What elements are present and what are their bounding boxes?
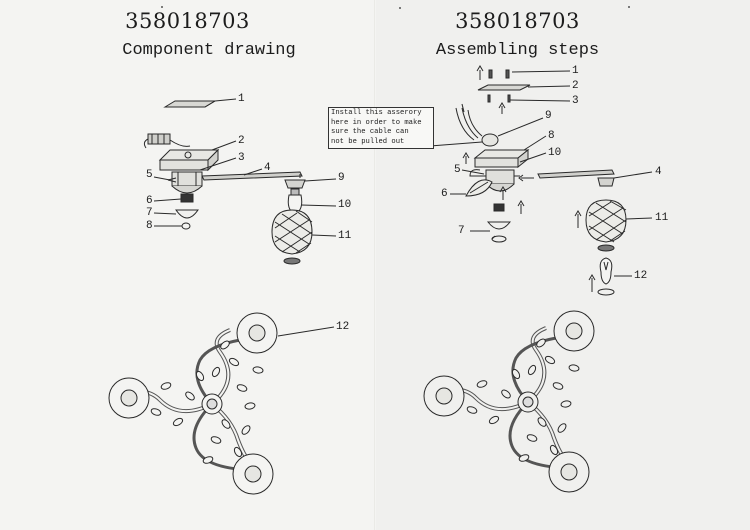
callout-12: 12 <box>336 321 350 333</box>
arm-lampholder <box>284 179 306 189</box>
mounting-screws <box>476 65 510 80</box>
r-leader-10 <box>519 152 547 163</box>
terminal-block <box>143 133 191 149</box>
right-page <box>375 0 750 530</box>
scan-speck <box>399 7 401 9</box>
callout-6: 6 <box>146 195 153 207</box>
r-bulb <box>588 257 615 296</box>
canopy-body <box>158 148 220 172</box>
r-callout-6: 6 <box>441 188 448 200</box>
r-canopy-body <box>462 148 530 169</box>
leader-10 <box>300 204 337 207</box>
leader-1 <box>214 98 237 102</box>
note-line: Install this asserory <box>331 109 422 117</box>
scan-speck <box>161 6 163 8</box>
page-fold <box>374 0 376 530</box>
assembling-steps-heading: Assembling steps <box>435 41 600 60</box>
r-callout-1: 1 <box>572 65 579 77</box>
hub-dome <box>175 209 199 219</box>
leader-6 <box>153 198 182 202</box>
r-glass-leaf <box>465 179 525 214</box>
r-leader-8 <box>523 135 547 151</box>
left-doc-number: 358018703 <box>125 9 250 33</box>
leader-12 <box>277 326 335 337</box>
cable-note: Install this asserory here in order to m… <box>328 107 434 149</box>
chandelier-top-view-left <box>108 312 278 495</box>
r-dome <box>486 221 512 243</box>
r-hub <box>469 169 534 192</box>
r-callout-3: 3 <box>572 95 579 107</box>
note-leader <box>429 141 483 147</box>
callout-2: 2 <box>238 135 245 147</box>
r-leader-11 <box>625 217 653 220</box>
r-arm <box>537 169 615 187</box>
r-callout-10: 10 <box>548 147 562 159</box>
leader-9 <box>304 178 337 182</box>
r-leader-1 <box>511 70 571 73</box>
r-callout-5: 5 <box>454 164 461 176</box>
r-strain-relief <box>481 133 499 147</box>
right-doc-number: 358018703 <box>455 9 580 33</box>
left-page <box>0 0 375 530</box>
callout-10: 10 <box>338 199 352 211</box>
hub-socket <box>180 193 194 203</box>
leader-2 <box>211 140 237 151</box>
r-callout-4: 4 <box>655 166 662 178</box>
r-callout-12: 12 <box>634 270 648 282</box>
note-line: sure the cable can <box>331 128 409 136</box>
arm-shade <box>271 209 313 265</box>
leader-11 <box>311 234 337 237</box>
r-callout-9: 9 <box>545 110 552 122</box>
callout-4: 4 <box>264 162 271 174</box>
r-canopy-plate <box>477 84 531 91</box>
leader-4 <box>243 168 263 176</box>
r-callout-2: 2 <box>572 80 579 92</box>
callout-1: 1 <box>238 93 245 105</box>
r-leader-5 <box>461 169 485 175</box>
callout-8: 8 <box>146 220 153 232</box>
note-line: here in order to make <box>331 118 422 127</box>
r-callout-11: 11 <box>655 212 669 224</box>
r-leader-2 <box>527 85 571 88</box>
r-leader-9 <box>497 117 544 137</box>
central-hub <box>167 171 203 194</box>
chandelier-top-view-right <box>423 310 595 493</box>
callout-9: 9 <box>338 172 345 184</box>
leader-5 <box>153 176 171 181</box>
r-wires <box>455 103 483 141</box>
arm <box>201 171 303 181</box>
r-leader-3 <box>509 99 571 102</box>
callout-5: 5 <box>146 169 153 181</box>
leader-3 <box>199 157 237 171</box>
r-callout-8: 8 <box>548 130 555 142</box>
r-shade <box>574 199 627 252</box>
r-callout-7: 7 <box>458 225 465 237</box>
r-screws-lower <box>487 94 511 114</box>
r-leader-4 <box>613 171 653 179</box>
callout-3: 3 <box>238 152 245 164</box>
note-line: not be pulled out <box>331 137 405 146</box>
callout-7: 7 <box>146 207 153 219</box>
r-socket <box>493 203 505 212</box>
component-drawing-heading: Component drawing <box>122 41 296 60</box>
scan-speck <box>628 6 630 8</box>
leader-7 <box>153 212 177 215</box>
callout-11: 11 <box>338 230 352 242</box>
